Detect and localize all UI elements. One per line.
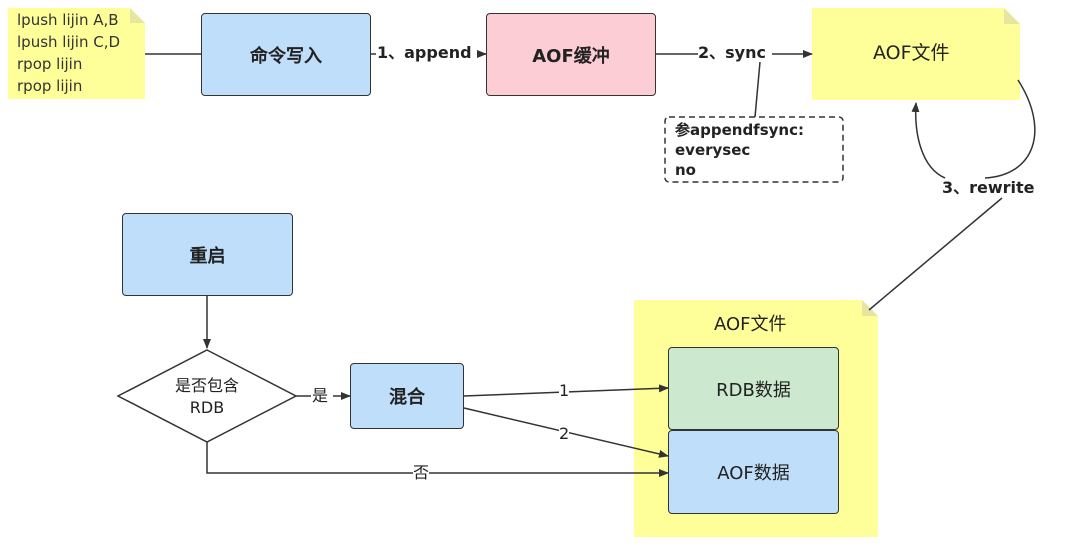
sync-note: 参appendfsync: everysec no xyxy=(675,120,804,180)
edge-yes-label: 是 xyxy=(312,386,329,405)
edge-rewrite-loop xyxy=(984,79,1036,179)
decision-text: 是否包含 RDB xyxy=(148,375,266,419)
rdb-data-box[interactable]: RDB数据 xyxy=(668,347,839,430)
decision-line-2: RDB xyxy=(189,398,225,417)
sync-note-line: no xyxy=(675,161,696,179)
aof-file-top-shape xyxy=(812,8,1020,100)
command-line: lpush lijin C,D xyxy=(17,33,121,51)
aof-file-top-label: AOF文件 xyxy=(873,42,950,64)
decision-line-1: 是否包含 xyxy=(174,376,239,395)
edge-no-label: 否 xyxy=(413,463,430,482)
aof-buffer-label: AOF缓冲 xyxy=(532,45,610,67)
aof-buffer-box[interactable]: AOF缓冲 xyxy=(486,13,656,96)
commands-note-shape xyxy=(8,8,145,99)
edge-no xyxy=(206,442,669,477)
edge-append-label: 1、append xyxy=(377,43,472,62)
edge-2-label: 2 xyxy=(559,424,570,443)
edge-sync-note-link xyxy=(754,61,761,118)
command-write-box[interactable]: 命令写入 xyxy=(201,13,371,96)
commands-note: lpush lijin A,B lpush lijin C,D rpop lij… xyxy=(17,9,120,97)
edge-rewrite-to-bottom xyxy=(868,197,1003,311)
command-line: rpop lijin xyxy=(17,77,83,95)
restart-box[interactable]: 重启 xyxy=(122,213,293,296)
aof-data-box[interactable]: AOF数据 xyxy=(668,430,839,514)
aof-data-label: AOF数据 xyxy=(717,463,790,484)
sync-note-line: 参appendfsync: xyxy=(675,121,804,139)
edge-1-label: 1 xyxy=(559,381,570,400)
rdb-data-label: RDB数据 xyxy=(716,379,791,401)
sync-note-border xyxy=(664,116,844,183)
mixed-box[interactable]: 混合 xyxy=(350,363,464,429)
command-line: rpop lijin xyxy=(17,55,83,73)
edge-rewrite-label: 3、rewrite xyxy=(942,178,1035,197)
aof-file-bottom-title: AOF文件 xyxy=(714,314,787,335)
restart-label: 重启 xyxy=(189,245,226,267)
edge-sync-label: 2、sync xyxy=(698,43,766,62)
mixed-label: 混合 xyxy=(389,387,425,408)
command-line: lpush lijin A,B xyxy=(17,11,119,29)
command-write-label: 命令写入 xyxy=(250,45,322,67)
sync-note-line: everysec xyxy=(675,141,751,159)
